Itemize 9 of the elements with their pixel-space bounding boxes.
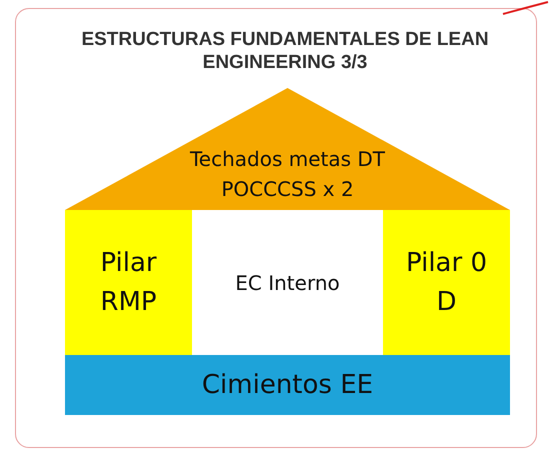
pillar-block xyxy=(65,210,192,355)
node-label: Techados metas DT POCCCSS x 2 xyxy=(188,146,386,203)
foundation-block xyxy=(65,355,510,415)
pillar-block xyxy=(383,210,510,355)
title: ESTRUCTURAS FUNDAMENTALES DE LEAN ENGINEERING 3/3 xyxy=(80,28,490,74)
node-label: EC Interno xyxy=(235,270,340,296)
node-label: Pilar RMP xyxy=(99,246,158,318)
node-label: Cimientos EE xyxy=(202,368,374,402)
node-label: Pilar 0 D xyxy=(405,246,488,318)
